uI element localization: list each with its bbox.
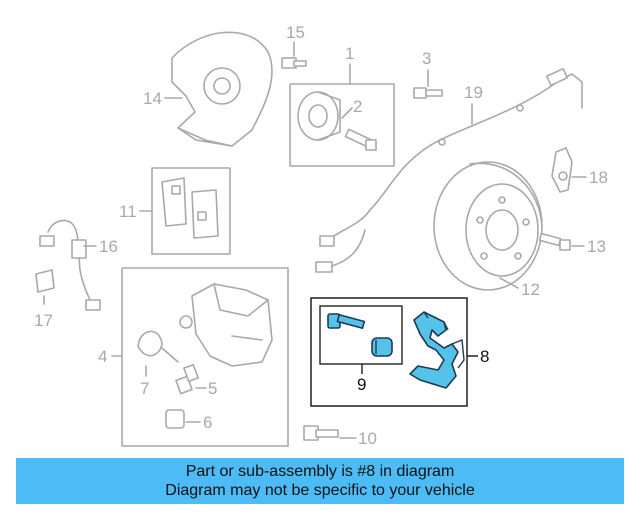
callout-2: 2	[353, 97, 362, 116]
caliper-box-part-4	[121, 267, 289, 447]
bolt-part-3	[413, 87, 443, 99]
callout-18: 18	[589, 168, 608, 187]
bolt-part-10	[303, 425, 339, 441]
callout-1: 1	[345, 44, 354, 63]
caliper-spring-part-7	[137, 330, 179, 363]
callout-19: 19	[464, 83, 483, 102]
guide-pin-bolt-highlighted	[327, 313, 366, 330]
callout-9: 9	[357, 375, 366, 394]
wheel-hub	[297, 91, 341, 141]
sensor-wire-part-19	[315, 67, 583, 273]
callout-10: 10	[358, 429, 377, 448]
bolt-part-13	[538, 232, 571, 251]
brake-caliper	[179, 283, 273, 367]
callout-11: 11	[119, 202, 137, 221]
brake-hose-part-16	[39, 219, 101, 311]
callout-4: 4	[98, 347, 107, 366]
callout-6: 6	[203, 413, 212, 432]
guide-pin-box-part-9	[319, 305, 403, 365]
info-banner: Part or sub-assembly is #8 in diagram Di…	[16, 458, 624, 504]
hub-bolt-part-2	[344, 128, 377, 151]
brake-rotor-part-12	[433, 161, 543, 291]
callout-7: 7	[140, 379, 149, 398]
callout-5: 5	[208, 379, 217, 398]
banner-line-1: Part or sub-assembly is #8 in diagram	[185, 463, 455, 480]
hub-box-part-1	[289, 83, 395, 167]
cap-part-6	[165, 409, 185, 429]
guide-pin-boot-highlighted	[371, 337, 393, 357]
leader-2	[341, 107, 353, 119]
callout-12: 12	[521, 280, 540, 299]
leader-12	[499, 277, 519, 289]
callout-8: 8	[480, 347, 489, 366]
bolt-part-15	[281, 57, 307, 69]
clip-part-17	[35, 269, 55, 293]
caliper-bracket-highlighted	[409, 311, 465, 389]
callout-16: 16	[99, 237, 118, 256]
callout-3: 3	[422, 49, 431, 68]
callout-13: 13	[587, 237, 606, 256]
callout-15: 15	[286, 23, 305, 42]
speed-sensor-part-18	[551, 147, 573, 193]
callout-14: 14	[143, 89, 162, 108]
brake-pads	[161, 177, 219, 239]
dust-shield-part-14	[171, 31, 273, 147]
banner-line-2: Diagram may not be specific to your vehi…	[165, 482, 475, 499]
bracket-box-part-8	[310, 297, 468, 407]
callout-17: 17	[34, 311, 53, 330]
bleeder-part-5	[175, 363, 199, 395]
